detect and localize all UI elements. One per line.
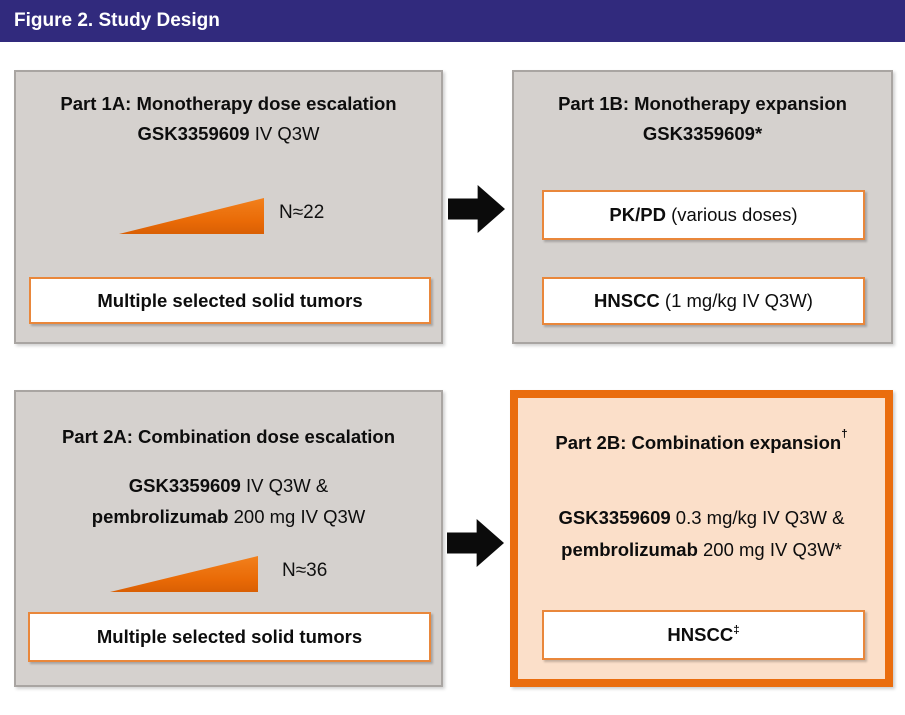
regimen-text: 200 mg IV Q3W* [697,539,842,560]
part-1b-heading: Part 1B: Monotherapy expansion GSK335960… [514,89,891,149]
part-2b-regimen: GSK3359609 0.3 mg/kg IV Q3W & pembrolizu… [518,502,885,566]
part-2a-n-label: N≈36 [282,560,328,581]
part-2b-hnscc-pill: HNSCC‡ [542,610,865,660]
part-2b-box: Part 2B: Combination expansion† GSK33596… [510,390,893,687]
hnscc-detail: (1 mg/kg IV Q3W) [659,290,813,311]
drug-name: pembrolizumab [91,506,229,527]
regimen-text: IV Q3W & [240,475,329,496]
double-dagger-mark: ‡ [733,623,740,636]
hnscc-label: HNSCC [667,624,734,645]
part-2a-regimen: GSK3359609 IV Q3W & pembrolizumab 200 mg… [16,470,441,532]
dose-escalation-ramp-icon [119,198,264,234]
regimen-text: 200 mg IV Q3W [228,506,366,527]
regimen-line-1: GSK3359609 0.3 mg/kg IV Q3W & [518,502,885,534]
part-1b-regimen: GSK3359609* [642,123,763,144]
population-label: Multiple selected solid tumors [97,289,363,311]
part-2b-title-text: Part 2B: Combination expansion [555,432,842,454]
pkpd-label: PK/PD [609,204,666,225]
part-1a-heading: Part 1A: Monotherapy dose escalation GSK… [16,89,441,149]
part-1a-title: Part 1A: Monotherapy dose escalation [60,93,397,114]
flow-arrow-2a-to-2b-icon [447,519,504,567]
regimen-text: 0.3 mg/kg IV Q3W & [670,507,845,528]
part-1b-box: Part 1B: Monotherapy expansion GSK335960… [512,70,893,344]
flow-arrow-1a-to-1b-icon [448,185,505,233]
hnscc-label: HNSCC [594,290,660,311]
part-1a-population-pill: Multiple selected solid tumors [29,277,431,324]
part-2a-box: Part 2A: Combination dose escalation GSK… [14,390,443,687]
figure-title: Figure 2. Study Design [14,10,220,31]
part-1b-pkpd-pill: PK/PD (various doses) [542,190,865,240]
regimen-line-2: pembrolizumab 200 mg IV Q3W* [518,534,885,566]
part-2b-title: Part 2B: Combination expansion† [518,424,885,458]
regimen-line-2: pembrolizumab 200 mg IV Q3W [16,501,441,532]
part-1b-title: Part 1B: Monotherapy expansion [558,93,847,114]
drug-name: GSK3359609 [558,507,671,528]
part-2a-title: Part 2A: Combination dose escalation [61,426,396,447]
dose-escalation-ramp-icon [110,556,258,592]
drug-name: GSK3359609 [128,475,241,496]
dagger-mark: † [841,427,848,440]
regimen-line-1: GSK3359609 IV Q3W & [16,470,441,501]
population-label: Multiple selected solid tumors [96,626,363,647]
part-1a-regimen: GSK3359609 IV Q3W [16,119,441,149]
part-1a-n-label: N≈22 [279,202,325,223]
part-1b-hnscc-pill: HNSCC (1 mg/kg IV Q3W) [542,277,865,325]
regimen-text: IV Q3W [249,123,320,144]
pkpd-detail: (various doses) [665,204,798,225]
part-1a-box: Part 1A: Monotherapy dose escalation GSK… [14,70,443,344]
drug-name: pembrolizumab [561,539,698,560]
part-2a-population-pill: Multiple selected solid tumors [28,612,431,662]
figure-title-bar: Figure 2. Study Design [0,0,905,42]
drug-name: GSK3359609 [137,123,250,144]
